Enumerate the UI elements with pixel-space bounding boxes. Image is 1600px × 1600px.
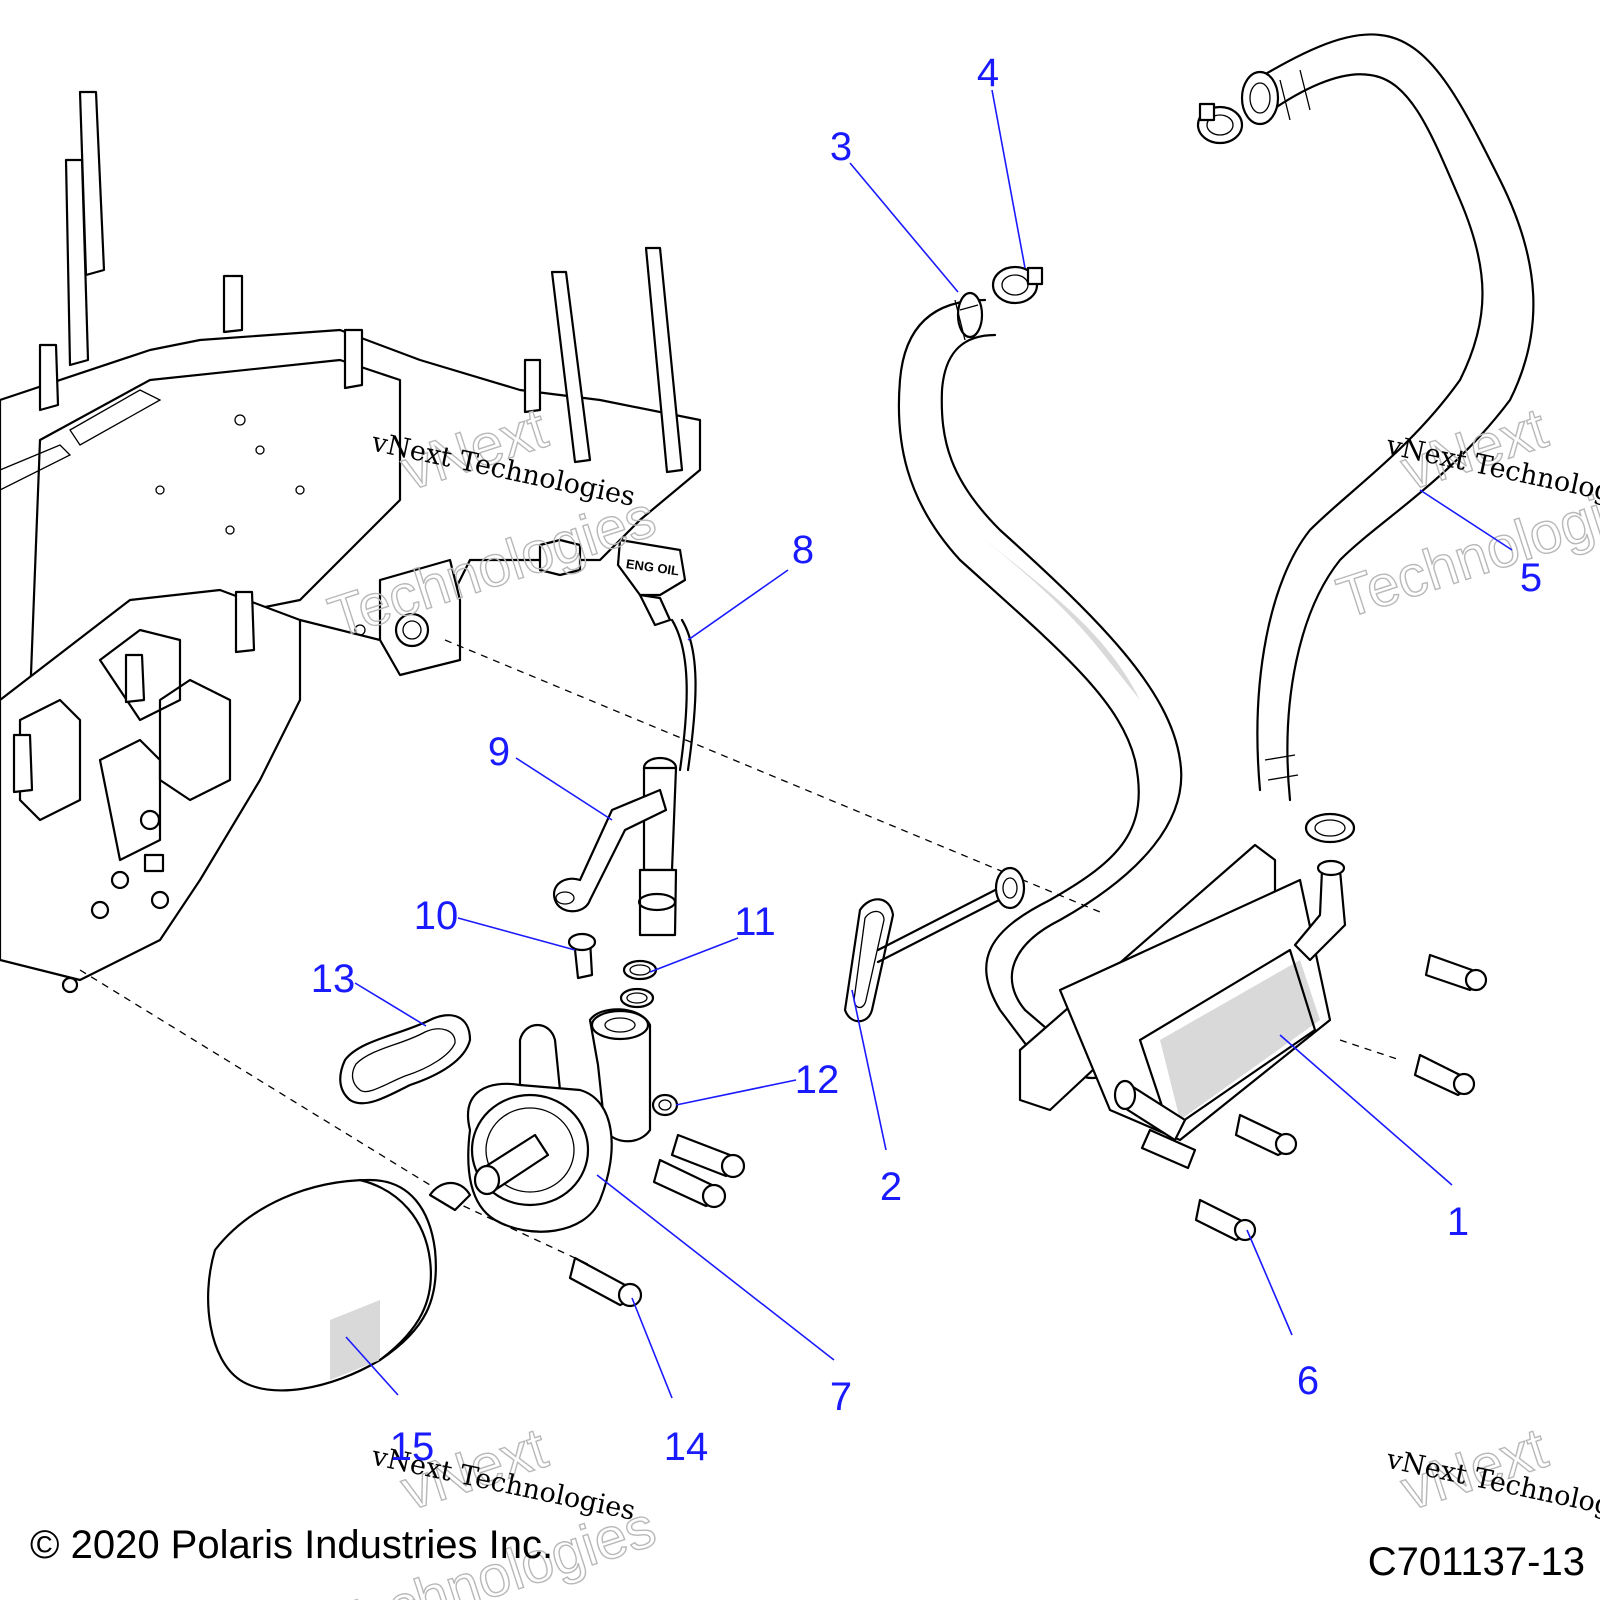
oil-cooler <box>1018 843 1347 1170</box>
callout-12: 12 <box>795 1058 840 1102</box>
coolant-hose-5 <box>1240 33 1535 802</box>
callout-11: 11 <box>734 900 776 944</box>
leader-lines <box>345 89 1513 1399</box>
callout-1: 1 <box>1447 1200 1469 1244</box>
cooler-bolts <box>1194 953 1488 1242</box>
callout-8: 8 <box>792 528 814 572</box>
cooler-gasket <box>843 866 1026 1023</box>
watermark-top-right: vNext Technologies vNext Technologies <box>1329 395 1600 632</box>
callout-13: 13 <box>311 957 356 1001</box>
callout-3: 3 <box>830 125 852 169</box>
hose-clamp-lower-right <box>1304 812 1356 844</box>
callout-9: 9 <box>488 730 510 774</box>
callout-15: 15 <box>390 1425 435 1469</box>
copyright-text: © 2020 Polaris Industries Inc. <box>30 1523 553 1567</box>
callout-numbers: 1 2 3 4 5 6 7 8 9 10 11 12 13 14 15 <box>311 51 1542 1469</box>
dipstick-label: ENG OIL <box>625 556 680 578</box>
hose-clamp-upper-right <box>1196 102 1244 145</box>
callout-5: 5 <box>1520 556 1542 600</box>
callout-10: 10 <box>414 894 459 938</box>
engine-crankcase <box>0 90 1401 1266</box>
adapter-bolt <box>568 1256 643 1308</box>
watermark-bottom-left: vNext Technologies vNext Technologies <box>320 1415 663 1600</box>
oil-filter-adapter <box>428 1008 746 1233</box>
oil-filter <box>207 1178 437 1392</box>
callout-4: 4 <box>977 51 999 95</box>
coolant-hose-3 <box>897 291 1183 1052</box>
dipstick-tube-bracket <box>552 756 678 937</box>
watermark-bottom-right: vNext vNext Technologies <box>1383 1415 1600 1530</box>
callout-2: 2 <box>880 1165 902 1209</box>
callout-7: 7 <box>830 1375 852 1419</box>
callout-6: 6 <box>1297 1359 1319 1403</box>
hose-clamp-upper-left <box>991 265 1044 305</box>
callout-14: 14 <box>664 1425 709 1469</box>
oil-dipstick: ENG OIL <box>616 538 697 772</box>
filter-adapter-gasket <box>339 1014 472 1105</box>
o-rings <box>619 959 658 1009</box>
figure-code: C701137-13 <box>1368 1540 1585 1584</box>
small-bolt <box>567 932 597 980</box>
